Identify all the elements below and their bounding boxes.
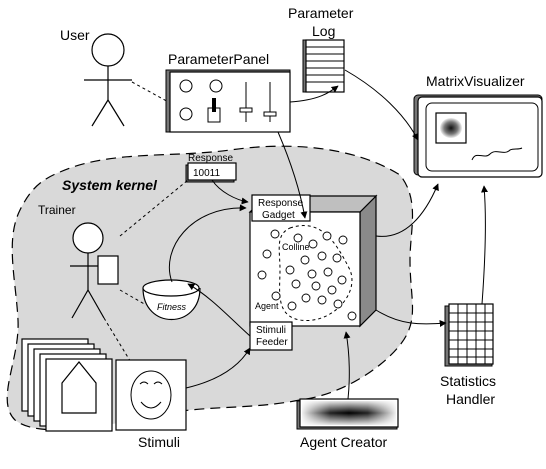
matrix-to-visualizer-arrow	[375, 183, 439, 237]
agent-circle	[311, 281, 321, 291]
fitness-to-gadget-arrow	[168, 204, 247, 283]
stimuli-to-feeder-arrow	[185, 347, 251, 389]
panel-to-log-arrow	[289, 85, 339, 103]
agent-circle	[317, 251, 327, 261]
matrix-visualizer-screen	[413, 94, 543, 178]
parameter-panel	[165, 69, 291, 133]
agent-circle	[338, 235, 348, 245]
parameter-log-icon	[302, 39, 345, 93]
fitness-label: Fitness	[157, 302, 187, 312]
system-kernel-label: System kernel	[62, 177, 158, 193]
parameter-log-label-line2: Log	[312, 23, 335, 39]
agent-circle	[287, 301, 297, 311]
slider-handle-icon	[263, 111, 277, 117]
matrix-to-statistics-arrow	[375, 309, 447, 327]
agent-circle	[293, 233, 303, 243]
feeder-to-fitness-arrow	[187, 283, 251, 337]
house-shape-icon	[61, 361, 97, 414]
trainer-clipboard-icon	[97, 255, 119, 285]
user-panel-link	[131, 81, 173, 105]
smiley-face-icon	[130, 370, 172, 420]
creator-to-matrix-arrow	[343, 331, 351, 400]
agent-circle	[270, 229, 280, 239]
log-to-visualizer-arrow	[344, 69, 419, 141]
agent-creator-box	[296, 398, 399, 430]
panel-switch-handle-icon	[212, 98, 216, 112]
agent-circle	[257, 270, 267, 280]
agent-circle	[291, 279, 301, 289]
panel-knob-icon	[179, 107, 193, 121]
matrix-visualizer-label: MatrixVisualizer	[426, 73, 525, 89]
agent-circle	[323, 267, 333, 277]
response-label: Response	[188, 153, 233, 164]
agent-circle	[308, 239, 318, 249]
agents-group	[257, 229, 357, 321]
trainer-response-link	[119, 179, 189, 237]
agent-circle	[317, 295, 327, 305]
trainer-label: Trainer	[38, 203, 76, 217]
response-gadget-label-line1: Response	[258, 198, 303, 209]
response-gadget-box	[251, 194, 311, 222]
response-value: 10011	[193, 168, 221, 179]
stimuli-feeder-label-line1: Stimuli	[256, 325, 286, 336]
agent-circle	[333, 299, 343, 309]
panel-knob-icon	[209, 79, 223, 93]
user-label: User	[60, 27, 90, 43]
agent-circle	[301, 293, 311, 303]
agent-label: Agent	[255, 301, 279, 311]
trainer-stimuli-link	[103, 317, 133, 365]
matrix-cube	[248, 194, 378, 328]
statistics-handler-grid	[444, 303, 494, 367]
agent-circle	[285, 265, 295, 275]
parameter-log-label-line1: Parameter	[288, 5, 354, 21]
fitness-bowl-icon	[142, 279, 201, 321]
stimuli-cards	[21, 338, 187, 432]
panel-to-matrix-arrow	[277, 131, 308, 219]
user-figure-icon	[84, 33, 132, 127]
parameter-panel-label: ParameterPanel	[168, 51, 269, 67]
agent-circle	[332, 253, 342, 263]
response-display: 10011	[185, 162, 237, 183]
stimuli-feeder-box	[249, 321, 293, 351]
colline-region	[278, 225, 353, 321]
trainer-figure-icon	[70, 222, 119, 319]
agent-circle	[322, 231, 332, 241]
agent-circle	[347, 311, 357, 321]
agent-circle	[327, 285, 337, 295]
colline-label: Colline	[282, 242, 310, 252]
stimuli-feeder-label-line2: Feeder	[256, 337, 288, 348]
agent-circle	[271, 291, 281, 301]
agent-circle	[337, 275, 347, 285]
gadget-to-response-arrow	[211, 179, 249, 205]
statistics-to-visualizer-arrow	[481, 185, 489, 305]
stimuli-face-card	[115, 359, 187, 431]
response-gadget-label-line2: Gadget	[262, 210, 295, 221]
statistics-handler-label-line2: Handler	[446, 391, 495, 407]
connectors	[168, 69, 489, 400]
agent-circle	[300, 255, 310, 265]
trainer-fitness-link	[119, 289, 147, 306]
panel-knob-icon	[179, 79, 193, 93]
stimuli-label: Stimuli	[138, 434, 180, 450]
statistics-handler-label-line1: Statistics	[440, 373, 496, 389]
agent-circle	[307, 269, 317, 279]
slider-handle-icon	[239, 107, 253, 113]
agent-creator-label: Agent Creator	[300, 434, 387, 450]
agent-circle	[262, 249, 272, 259]
